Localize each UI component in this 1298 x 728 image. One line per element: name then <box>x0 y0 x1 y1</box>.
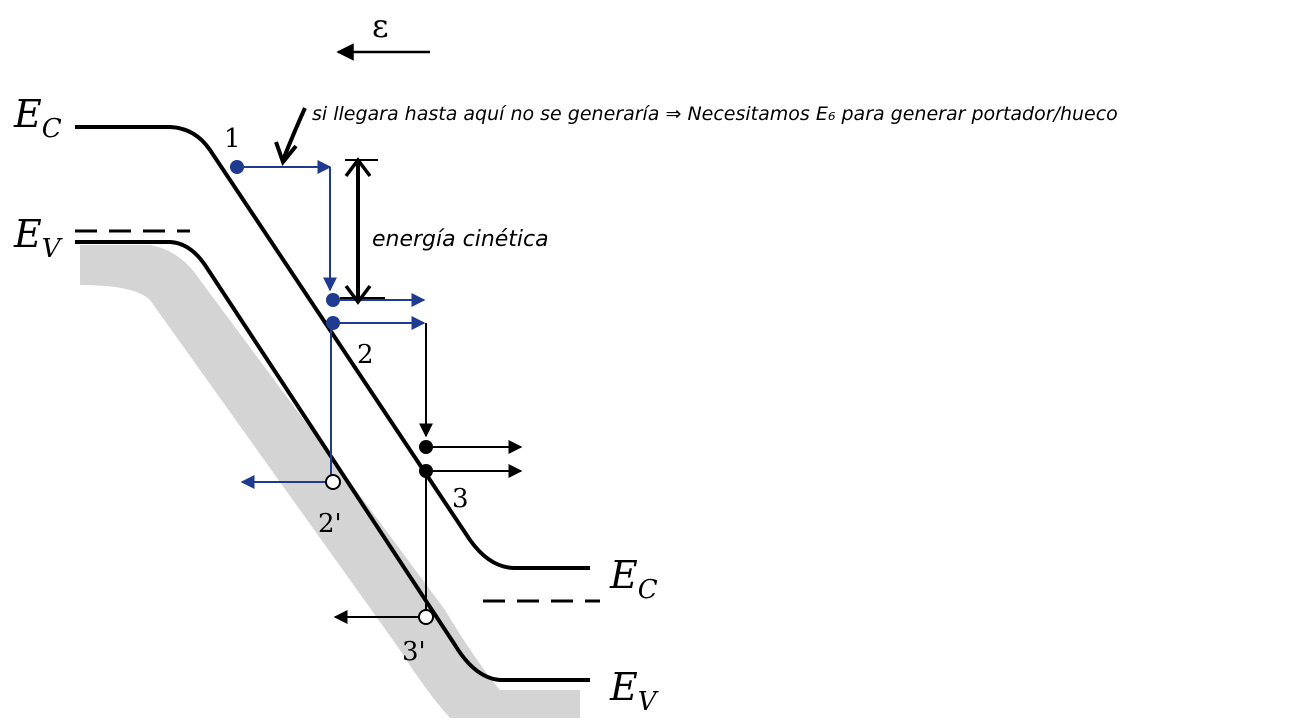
annotation-top-note: si llegara hasta aquí no se generaría ⇒ … <box>312 103 1118 125</box>
electron-2b <box>326 316 340 330</box>
point-1-label: 1 <box>224 124 241 154</box>
kinetic-arrow-bottom-head <box>344 284 372 305</box>
point-3-label: 3 <box>452 484 469 514</box>
electron-3a <box>419 440 433 454</box>
conduction-band-edge <box>75 125 590 570</box>
point-2-label: 2 <box>357 340 374 370</box>
ec-left-label: EC <box>13 92 62 144</box>
ev-right-label: EV <box>609 665 659 717</box>
annotation-pointer-arrowhead <box>274 141 298 167</box>
point-3p-label: 3' <box>402 637 426 667</box>
point-2p-label: 2' <box>318 509 342 539</box>
field-label: ε <box>372 7 389 45</box>
annotation-pointer-arrow <box>281 107 307 161</box>
hole-3p <box>418 609 434 625</box>
ec-right-label: EC <box>609 553 658 605</box>
ev-left-label: EV <box>13 212 63 264</box>
annotation-kinetic-energy: energía cinética <box>372 227 549 252</box>
valence-band-edge <box>75 240 590 682</box>
electron-2a <box>326 293 340 307</box>
hole-2p <box>325 474 341 490</box>
electron-1 <box>230 160 244 174</box>
